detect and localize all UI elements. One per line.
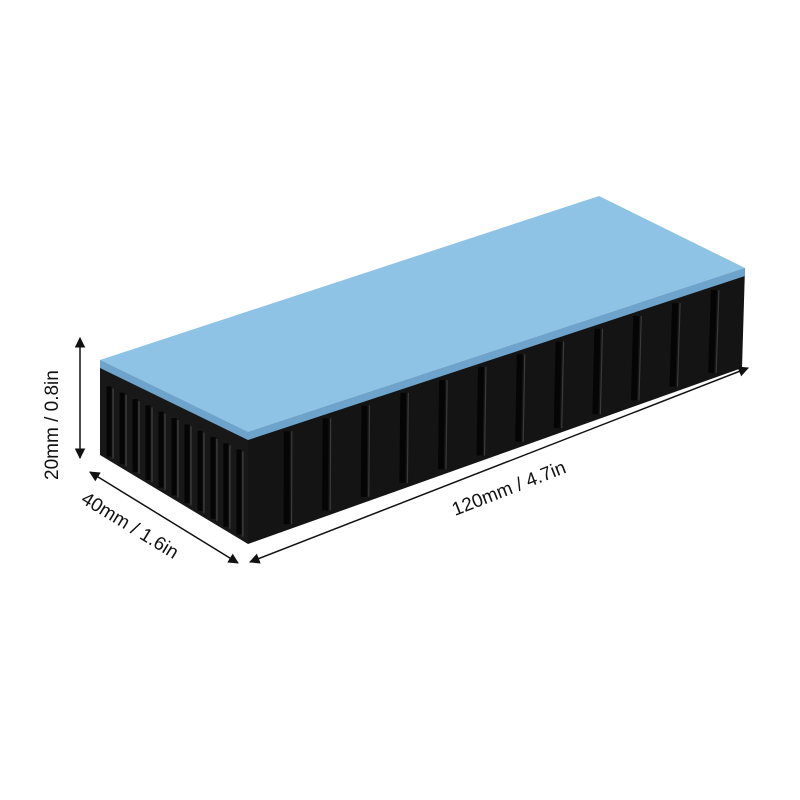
front-fin-edge [715, 290, 720, 374]
front-fin-slot [669, 302, 679, 387]
front-fin-slot [708, 290, 717, 374]
front-fin-slot [630, 315, 640, 401]
height-dimension: 20mm / 0.8in [42, 336, 86, 480]
width-label: 40mm / 1.6in [77, 488, 182, 563]
width-arrow [89, 471, 239, 564]
front-fin-slot [592, 328, 601, 415]
length-label: 120mm / 4.7in [449, 457, 569, 520]
height-label: 20mm / 0.8in [42, 370, 63, 480]
front-fin-slot [360, 405, 368, 497]
front-fin-slot [515, 354, 523, 442]
front-fin-slot [553, 341, 562, 429]
front-fin-slot [437, 379, 446, 470]
front-fin-slot [399, 392, 407, 484]
length-arrow [249, 366, 749, 564]
front-fin-slot [476, 367, 484, 456]
front-fin-edge [368, 405, 371, 497]
